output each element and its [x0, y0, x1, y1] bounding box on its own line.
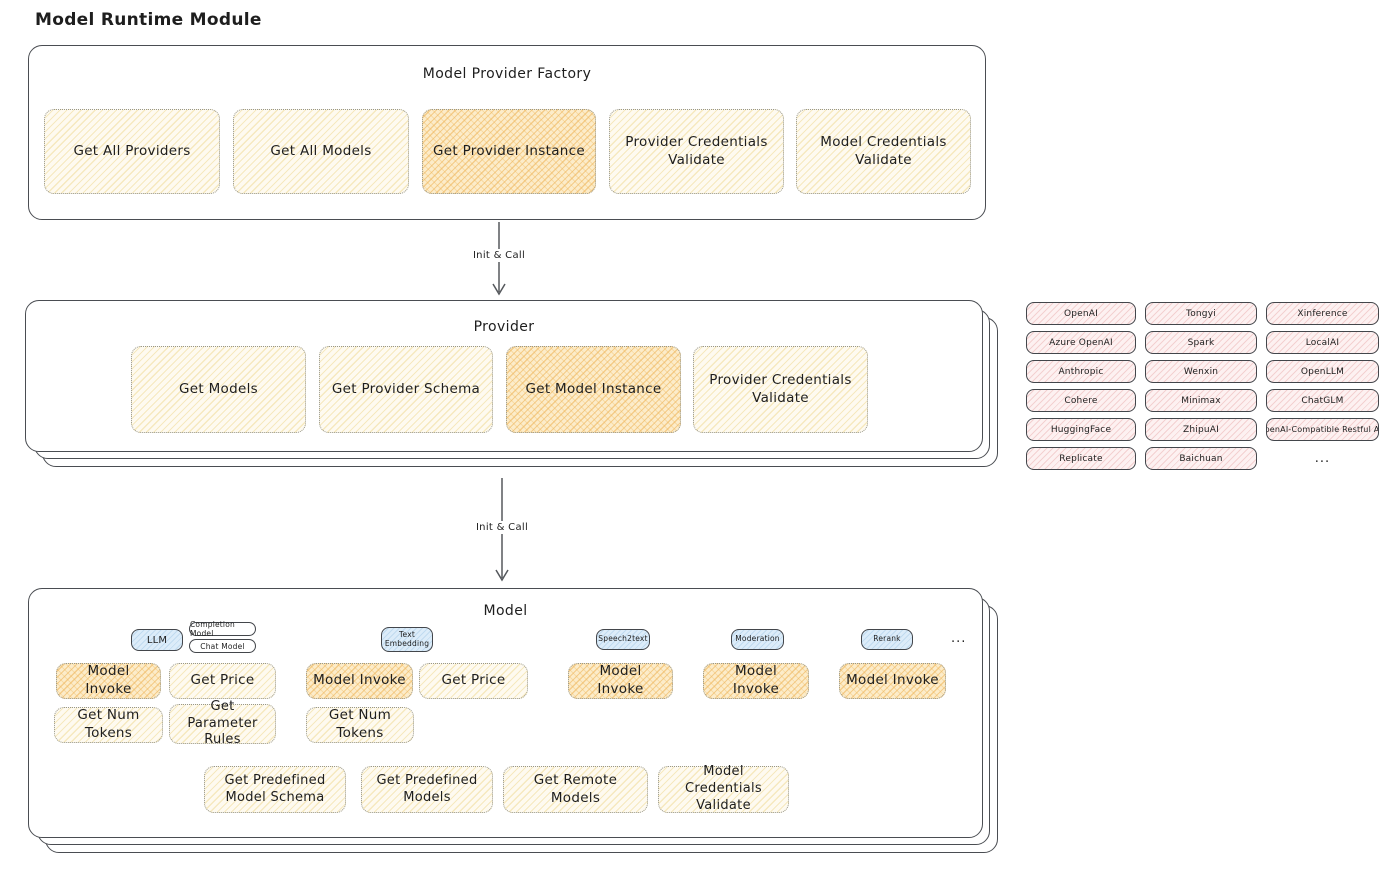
- text-embedding-get-num-tokens: Get Num Tokens: [306, 707, 414, 743]
- provider-chip-anthropic: Anthropic: [1026, 360, 1136, 383]
- provider-chip-spark: Spark: [1145, 331, 1257, 354]
- rerank-model-invoke: Model Invoke: [839, 663, 946, 699]
- provider-chip-openai: OpenAI: [1026, 302, 1136, 325]
- provider-chip-minimax: Minimax: [1145, 389, 1257, 412]
- tab-completion-model: Completion Model: [189, 620, 256, 638]
- model-section: Model LLM Completion Model Chat Model Te…: [28, 588, 983, 838]
- llm-model-invoke: Model Invoke: [56, 663, 161, 699]
- provider-chip-tongyi: Tongyi: [1145, 302, 1257, 325]
- provider-chip-cohere: Cohere: [1026, 389, 1136, 412]
- factory-method-get-provider-instance: Get Provider Instance: [422, 109, 596, 194]
- llm-get-parameter-rules: Get Parameter Rules: [169, 699, 276, 747]
- provider-chip-zhipuai: ZhipuAI: [1145, 418, 1257, 441]
- provider-method-get-provider-schema: Get Provider Schema: [319, 346, 493, 433]
- tab-llm: LLM: [131, 629, 183, 651]
- model-credentials-validate: Model Credentials Validate: [658, 764, 789, 813]
- provider-chip-localai: LocalAI: [1266, 331, 1379, 354]
- model-get-predefined-models: Get Predefined Models: [361, 766, 493, 813]
- tab-chat-model: Chat Model: [189, 639, 256, 653]
- provider-plugins-grid: OpenAI Tongyi Xinference Azure OpenAI Sp…: [1026, 302, 1379, 470]
- speech2text-model-invoke: Model Invoke: [568, 663, 673, 699]
- text-embedding-get-price: Get Price: [419, 663, 528, 699]
- llm-get-num-tokens: Get Num Tokens: [54, 707, 163, 743]
- moderation-model-invoke: Model Invoke: [703, 663, 809, 699]
- provider-chip-openai-compatible-restful-api: OpenAI-Compatible Restful API: [1266, 418, 1379, 441]
- factory-method-provider-credentials-validate: Provider Credentials Validate: [609, 109, 784, 194]
- provider-section: Provider Get Models Get Provider Schema …: [25, 300, 983, 452]
- arrow1-label: Init & Call: [453, 249, 545, 262]
- provider-method-get-models: Get Models: [131, 346, 306, 433]
- tab-text-embedding: Text Embedding: [381, 627, 433, 652]
- page-title: Model Runtime Module: [35, 10, 262, 30]
- provider-grid-more: ...: [1314, 451, 1331, 466]
- tab-rerank: Rerank: [861, 629, 913, 650]
- tab-speech2text: Speech2text: [596, 629, 650, 650]
- model-get-remote-models: Get Remote Models: [503, 766, 648, 813]
- provider-chip-openllm: OpenLLM: [1266, 360, 1379, 383]
- factory-method-get-all-providers: Get All Providers: [44, 109, 220, 194]
- factory-section-title: Model Provider Factory: [422, 66, 592, 82]
- provider-chip-chatglm: ChatGLM: [1266, 389, 1379, 412]
- model-types-more: ...: [951, 631, 967, 646]
- tab-moderation: Moderation: [731, 629, 784, 650]
- factory-method-model-credentials-validate: Model Credentials Validate: [796, 109, 971, 194]
- provider-section-title: Provider: [473, 319, 535, 335]
- llm-get-price: Get Price: [169, 663, 276, 699]
- text-embedding-model-invoke: Model Invoke: [306, 663, 413, 699]
- model-get-predefined-model-schema: Get Predefined Model Schema: [204, 766, 346, 813]
- provider-chip-wenxin: Wenxin: [1145, 360, 1257, 383]
- factory-method-get-all-models: Get All Models: [233, 109, 409, 194]
- provider-chip-azure-openai: Azure OpenAI: [1026, 331, 1136, 354]
- provider-chip-replicate: Replicate: [1026, 447, 1136, 470]
- model-section-title: Model: [483, 603, 528, 619]
- factory-section: Model Provider Factory Get All Providers…: [28, 45, 986, 220]
- provider-chip-baichuan: Baichuan: [1145, 447, 1257, 470]
- provider-chip-huggingface: HuggingFace: [1026, 418, 1136, 441]
- provider-method-get-model-instance: Get Model Instance: [506, 346, 681, 433]
- provider-method-provider-credentials-validate: Provider Credentials Validate: [693, 346, 868, 433]
- arrow2-label: Init & Call: [456, 521, 548, 534]
- provider-chip-xinference: Xinference: [1266, 302, 1379, 325]
